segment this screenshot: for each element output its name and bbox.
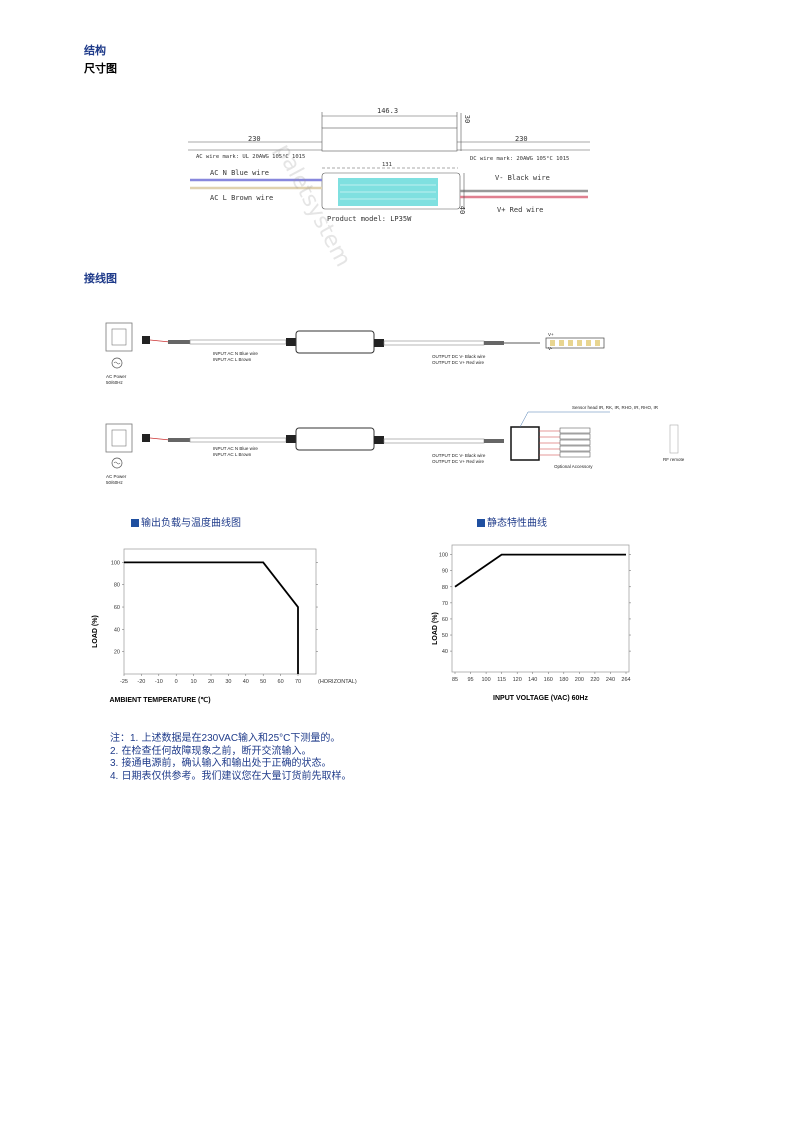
x-tick-label: 85 (452, 677, 458, 683)
section-heading-structure: 结构 (84, 44, 106, 57)
square-bullet-icon (477, 519, 485, 527)
x-tick-label: 240 (606, 677, 615, 683)
ac-n-label: AC N Blue wire (210, 169, 270, 177)
wiring-lines-basic (105, 322, 605, 369)
x-tick-label: 0 (175, 679, 178, 685)
dimension-drawing: 146.3 30 230 230 AC wire mark: UL 20AWG … (180, 80, 600, 271)
ac-power-label: AC Power (106, 374, 127, 379)
square-bullet-icon (131, 519, 139, 527)
x-tick-label: 115 (497, 677, 506, 683)
x-tick-label: -10 (155, 679, 163, 685)
series-line-load (124, 561, 299, 674)
input-n-label: INPUT AC N Blue wire (213, 351, 258, 356)
y-tick-label: 100 (111, 560, 120, 566)
x-tick-label: 20 (208, 679, 214, 685)
notes: 注：1. 上述数据是在230VAC输入和25°C下测量的。 2. 在检查任何故障… (110, 733, 352, 783)
x-tick-label: 220 (590, 677, 599, 683)
note-3: 3. 接通电源前，确认输入和输出处于正确的状态。 (110, 758, 332, 769)
section-heading-dimension: 尺寸图 (84, 62, 117, 75)
x-tick-label: 120 (513, 677, 522, 683)
x-tick-label: 140 (528, 677, 537, 683)
chart-load-vs-temperature: -25 -20 -10 0 10 20 30 40 50 60 70 20 40 60 80 100 (HORI… (92, 548, 357, 704)
ac-wire-mark: AC wire mark: UL 20AWG 105°C 1015 (196, 154, 306, 160)
dim-length: 146.3 (377, 107, 399, 115)
dimension-drawing-lines (188, 112, 590, 210)
x-tick-label: -25 (120, 679, 128, 685)
x-tick-label: 10 (191, 679, 197, 685)
x-tick-label: 200 (575, 677, 584, 683)
product-model: Product model: LP35W (327, 215, 412, 223)
x-tick-label: 100 (481, 677, 490, 683)
y-axis-label: LOAD (%) (432, 612, 439, 645)
chart-load-vs-voltage: 85 95 100 115 120 140 160 180 200 220 240 264 40 50 60… (432, 544, 631, 702)
vminus-label: V- (548, 346, 553, 351)
dim-inner: 131 (382, 162, 392, 168)
output-neg-label-2: OUTPUT DC V- Black wire (432, 453, 486, 458)
x-tick-label: 30 (225, 679, 231, 685)
note-1: 注：1. 上述数据是在230VAC输入和25°C下测量的。 (110, 733, 341, 744)
y-tick-label: 40 (114, 627, 120, 633)
x-tick-label: 40 (243, 679, 249, 685)
x-tick-label: 160 (544, 677, 553, 683)
dim-ac-wire: 230 (248, 135, 261, 143)
series-line-load (454, 553, 626, 588)
y-tick-label: 80 (114, 583, 120, 589)
v-minus-label: V- Black wire (495, 174, 550, 182)
note-2: 2. 在检查任何故障现象之前，断开交流输入。 (110, 745, 312, 757)
output-pos-label: OUTPUT DC V+ Red wire (432, 360, 485, 365)
dc-wire-mark: DC wire mark: 20AWG 105°C 1015 (470, 156, 570, 162)
output-neg-label: OUTPUT DC V- Black wire (432, 354, 486, 359)
x-axis-label: INPUT VOLTAGE (VAC) 60Hz (493, 695, 588, 702)
section-heading-wiring: 接线图 (84, 272, 117, 285)
x-tick-label: 70 (295, 679, 301, 685)
wiring-diagram-sensor: AC Power 50/60Hz INPUT AC N Blue wire IN… (100, 400, 690, 490)
freq-label-2: 50/60Hz (106, 480, 123, 485)
x-tick-label: 264 (621, 677, 630, 683)
x-axis-label: AMBIENT TEMPERATURE (℃) (109, 696, 210, 704)
y-tick-label: 100 (439, 553, 448, 559)
y-tick-label: 60 (442, 617, 448, 623)
y-tick-label: 80 (442, 585, 448, 591)
dim-dc-wire: 230 (515, 135, 528, 143)
y-tick-label: 60 (114, 605, 120, 611)
x-extra-label: (HORIZONTAL) (318, 679, 357, 685)
freq-label: 50/60Hz (106, 380, 123, 385)
note-4: 4. 日期表仅供参考。我们建议您在大量订货前先取样。 (110, 770, 352, 782)
chart2-title: 静态特性曲线 (477, 514, 547, 529)
x-tick-label: 60 (278, 679, 284, 685)
sensor-head-label: Sensor head IR, RK, IR, RHO, IR, RHO, IR (572, 405, 659, 410)
wiring-lines-sensor (105, 411, 679, 469)
y-tick-label: 70 (442, 601, 448, 607)
x-tick-label: 180 (559, 677, 568, 683)
v-plus-label: V+ Red wire (497, 206, 544, 214)
ac-power-label-2: AC Power (106, 474, 127, 479)
chart1-title: 输出负载与温度曲线图 (131, 514, 241, 529)
y-axis-label: LOAD (%) (92, 615, 99, 648)
x-tick-label: -20 (137, 679, 145, 685)
output-pos-label-2: OUTPUT DC V+ Red wire (432, 459, 485, 464)
wiring-diagram-basic: AC Power 50/60Hz INPUT AC N Blue wire IN… (100, 318, 680, 390)
rf-remote-label: RF remote (663, 457, 685, 462)
input-l-label-2: INPUT AC L Brown (213, 452, 252, 457)
optional-accessory-label: Optional Accessory (554, 464, 593, 469)
plot-frame (123, 548, 317, 675)
input-n-label-2: INPUT AC N Blue wire (213, 446, 258, 451)
input-l-label: INPUT AC L Brown (213, 357, 252, 362)
vplus-label: V+ (548, 332, 554, 337)
ac-l-label: AC L Brown wire (210, 194, 274, 202)
y-tick-label: 50 (442, 633, 448, 639)
y-tick-label: 90 (442, 569, 448, 575)
plot-frame (451, 544, 630, 673)
x-tick-label: 50 (260, 679, 266, 685)
y-tick-label: 20 (114, 650, 120, 656)
y-tick-label: 40 (442, 649, 448, 655)
x-tick-label: 95 (467, 677, 473, 683)
